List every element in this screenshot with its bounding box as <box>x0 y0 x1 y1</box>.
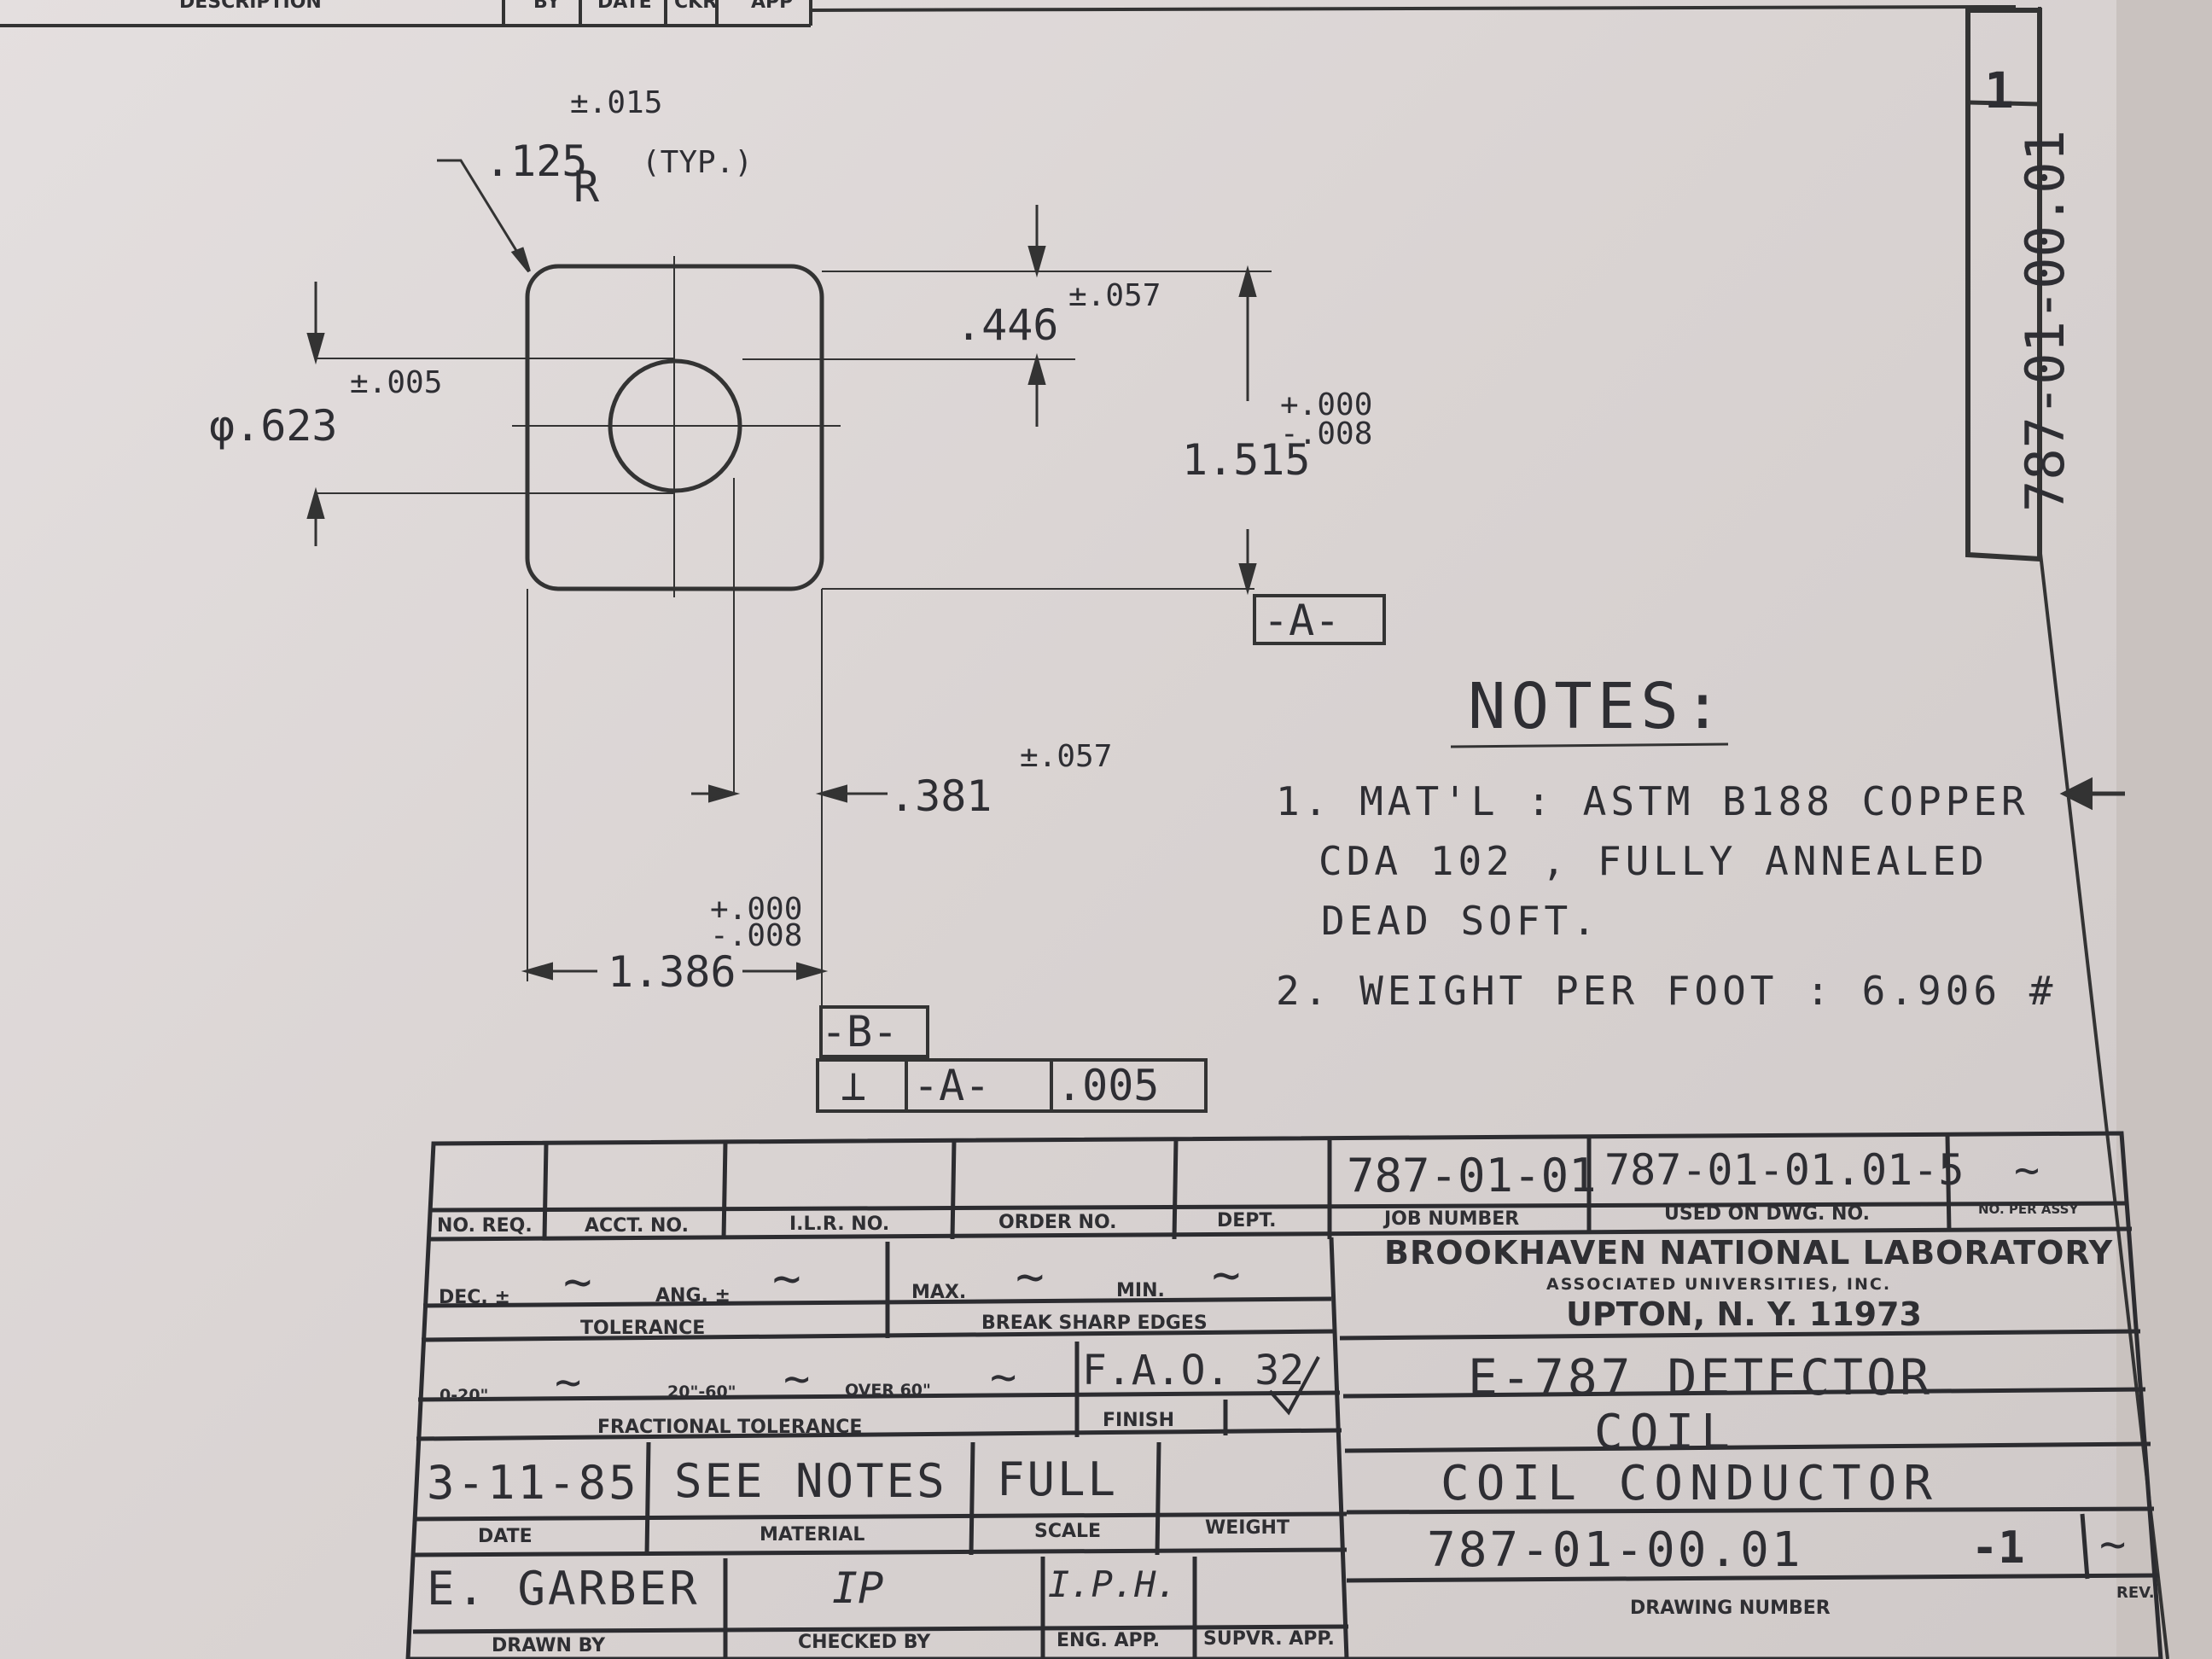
ang-value: ~ <box>772 1251 801 1307</box>
side-drawing-number: 787-01-00.01 <box>2014 130 2076 512</box>
frac-20-value: ~ <box>783 1353 811 1405</box>
note-line-1: 1. MAT'L : ASTM B188 COPPER <box>1276 778 2029 824</box>
height: 1.515 <box>1182 435 1311 485</box>
rev-description-label: DESCRIPTION <box>179 0 322 13</box>
fcf-datum: -A- <box>913 1061 991 1110</box>
rev-app-label: APP <box>751 0 794 13</box>
label-dec: DEC. ± <box>439 1287 510 1308</box>
label-max: MAX. <box>911 1282 967 1303</box>
datum-a: -A- <box>1263 596 1341 645</box>
rev-date-label: DATE <box>597 0 652 13</box>
width: 1.386 <box>608 947 736 997</box>
label-ang: ANG. ± <box>655 1285 731 1307</box>
note-line-3: DEAD SOFT. <box>1321 898 1600 944</box>
datum-a-box <box>1253 594 1386 645</box>
corner-r: R <box>573 162 600 212</box>
dec-value: ~ <box>563 1254 592 1310</box>
side-rev: 1 <box>1984 61 2014 119</box>
label-checked-by: CHECKED BY <box>798 1632 931 1653</box>
width-tol-plus: +.000 <box>710 892 803 927</box>
max-value: ~ <box>1016 1249 1045 1305</box>
rev-ckr-label: CKR <box>674 0 718 13</box>
label-acct-no: ACCT. NO. <box>585 1215 689 1237</box>
drawn-by-value: E. GARBER <box>427 1562 700 1615</box>
frac-0-value: ~ <box>555 1357 582 1408</box>
material-value: SEE NOTES <box>674 1454 947 1508</box>
label-scale: SCALE <box>1034 1521 1102 1542</box>
height-tol-plus: +.000 <box>1280 387 1373 422</box>
top-offset-tolerance: ±.057 <box>1068 278 1161 313</box>
feature-control-frame <box>816 1058 1208 1113</box>
adjacent-sheet <box>2116 0 2212 1659</box>
rev-by-label: BY <box>533 0 561 13</box>
title-line-2: COIL <box>1594 1405 1737 1460</box>
width-tol-minus: -.008 <box>710 918 803 953</box>
label-no-per-assy: NO. PER ASSY <box>1978 1202 2079 1217</box>
label-fractional-tolerance: FRACTIONAL TOLERANCE <box>597 1417 863 1438</box>
fcf-perpendicular-icon: ⊥ <box>841 1061 867 1110</box>
height-tol-minus: -.008 <box>1280 416 1373 451</box>
label-frac-20: 20"-60" <box>667 1382 736 1401</box>
title-line-3: COIL CONDUCTOR <box>1441 1456 1940 1511</box>
date-value: 3-11-85 <box>427 1456 639 1510</box>
label-material: MATERIAL <box>760 1524 865 1545</box>
frac-60-value: ~ <box>990 1352 1017 1403</box>
label-date: DATE <box>478 1526 533 1547</box>
label-job-number: JOB NUMBER <box>1384 1208 1520 1230</box>
sheet-number: -1 <box>1971 1522 2025 1574</box>
label-supvr-app: SUPVR. APP. <box>1203 1628 1335 1650</box>
border-top <box>810 5 1981 12</box>
label-dept: DEPT. <box>1217 1210 1277 1231</box>
hole-tolerance: ±.005 <box>350 365 443 400</box>
drawing-number: 787-01-00.01 <box>1427 1522 1803 1578</box>
side-offset: .381 <box>889 771 992 821</box>
notes-title: NOTES: <box>1468 670 1727 743</box>
lab-city: UPTON, N. Y. 11973 <box>1566 1295 1922 1333</box>
title-block-grid <box>405 1131 2163 1659</box>
used-on-dwg: 787-01-01.01-5 <box>1604 1145 1965 1195</box>
note-line-4: 2. WEIGHT PER FOOT : 6.906 # <box>1276 968 2058 1014</box>
label-break-edges: BREAK SHARP EDGES <box>981 1313 1208 1334</box>
rev-value: ~ <box>2099 1519 2127 1570</box>
corner-typ: (TYP.) <box>642 145 754 180</box>
datum-b-box <box>819 1005 929 1058</box>
job-number: 787-01-01 <box>1347 1149 1597 1202</box>
label-drawing-number: DRAWING NUMBER <box>1630 1598 1831 1619</box>
note-line-2: CDA 102 , FULLY ANNEALED <box>1318 838 1988 884</box>
min-value: ~ <box>1212 1248 1241 1303</box>
lab-name: BROOKHAVEN NATIONAL LABORATORY <box>1384 1234 2114 1272</box>
side-offset-tolerance: ±.057 <box>1020 739 1113 774</box>
label-rev: REV. <box>2116 1584 2155 1602</box>
datum-b: -B- <box>821 1007 899 1057</box>
title-line-1: E-787 DETECTOR <box>1468 1348 1933 1406</box>
label-eng-app: ENG. APP. <box>1057 1630 1161 1651</box>
label-min: MIN. <box>1116 1280 1165 1301</box>
side-number-box <box>1965 8 2042 562</box>
label-drawn-by: DRAWN BY <box>492 1635 606 1656</box>
label-frac-60: OVER 60" <box>845 1381 931 1400</box>
label-ilr-no: I.L.R. NO. <box>789 1214 890 1235</box>
corner-radius: .125 <box>485 137 588 186</box>
scale-value: FULL <box>997 1452 1119 1506</box>
lab-association: ASSOCIATED UNIVERSITIES, INC. <box>1546 1275 1892 1294</box>
label-frac-0: 0-20" <box>439 1386 489 1405</box>
label-no-req: NO. REQ. <box>437 1215 533 1237</box>
label-order-no: ORDER NO. <box>998 1212 1117 1233</box>
top-offset: .446 <box>956 300 1059 350</box>
eng-app-signature: I.P.H. <box>1048 1563 1178 1605</box>
finish-value: F.A.O. 32 <box>1082 1347 1305 1394</box>
checked-by-signature: IP <box>832 1563 884 1613</box>
fcf-value: .005 <box>1057 1061 1160 1110</box>
label-finish: FINISH <box>1103 1410 1175 1431</box>
label-used-on: USED ON DWG. NO. <box>1664 1203 1871 1225</box>
hole-diameter: φ.623 <box>209 401 338 451</box>
label-weight: WEIGHT <box>1205 1517 1289 1539</box>
label-tolerance: TOLERANCE <box>580 1318 706 1339</box>
no-per-assy: ~ <box>2014 1145 2040 1195</box>
corner-tolerance: ±.015 <box>570 85 663 120</box>
